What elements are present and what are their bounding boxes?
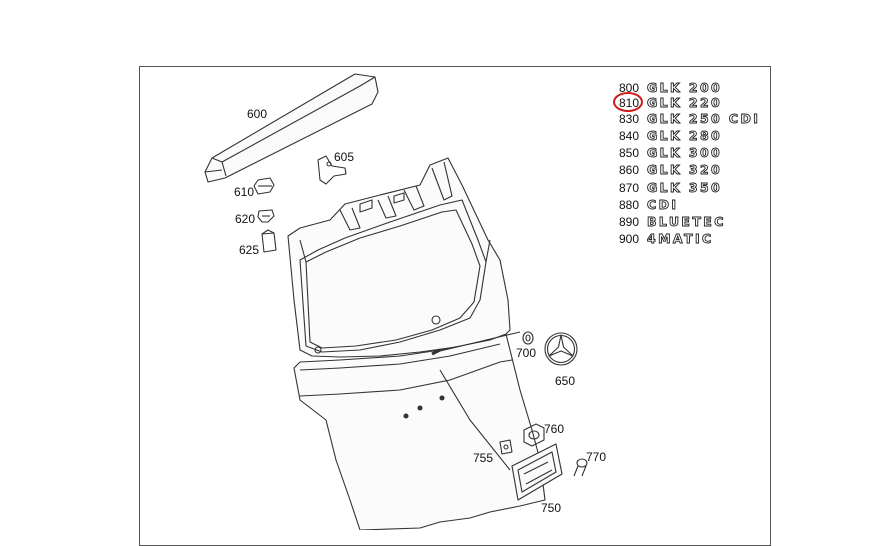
label-600: 600 [247, 107, 268, 121]
legend-row: 840 GLK 280 [619, 128, 722, 147]
spoiler-bracket [317, 155, 347, 185]
legend-code: 840 [619, 129, 640, 143]
clip-620 [257, 209, 275, 223]
nut-755 [499, 439, 513, 455]
legend-code: 880 [619, 198, 640, 212]
legend-model: GLK 350 [647, 180, 723, 196]
clip-610 [253, 177, 275, 195]
legend-row: 870 GLK 350 [619, 180, 722, 199]
legend-row: 800 GLK 200 [619, 80, 722, 99]
label-760: 760 [544, 422, 565, 436]
plate-bracket-750 [511, 443, 563, 501]
license-lamp-760 [523, 423, 545, 447]
tailgate-exploded-diagram [204, 73, 588, 530]
legend-row: 890 BLUETEC [619, 214, 726, 233]
tailgate-frame [287, 157, 511, 358]
legend-row: 830 GLK 250 CDI [619, 111, 760, 130]
legend-model: GLK 320 [647, 162, 723, 178]
label-625: 625 [239, 243, 260, 257]
legend-row: 850 GLK 300 [619, 145, 722, 164]
tailgate-outer-panel [293, 331, 546, 530]
legend-model: 4MATIC [647, 231, 714, 247]
label-650: 650 [555, 374, 576, 388]
legend-model: CDI [647, 197, 679, 213]
legend-row: 860 GLK 320 [619, 162, 722, 181]
legend-code: 800 [619, 81, 640, 95]
label-620: 620 [235, 212, 256, 226]
label-750: 750 [541, 501, 562, 515]
label-755: 755 [473, 451, 494, 465]
legend-code: 850 [619, 146, 640, 160]
legend-model: GLK 200 [647, 80, 723, 96]
grommet-700 [522, 331, 534, 345]
legend-model: BLUETEC [647, 214, 726, 230]
legend-code: 870 [619, 181, 640, 195]
legend-model: GLK 280 [647, 128, 723, 144]
legend-row: 880 CDI [619, 197, 678, 216]
label-770: 770 [586, 450, 607, 464]
legend-code: 830 [619, 112, 640, 126]
label-700: 700 [516, 346, 537, 360]
label-610: 610 [234, 185, 255, 199]
legend-model: GLK 220 [647, 95, 723, 111]
clip-625 [261, 229, 277, 253]
screw-770 [573, 458, 588, 477]
legend-model: GLK 250 CDI [647, 111, 761, 127]
legend-code: 900 [619, 232, 640, 246]
label-605: 605 [334, 150, 355, 164]
highlight-circle [613, 92, 643, 112]
star-emblem-650 [544, 332, 578, 366]
rear-spoiler [204, 73, 379, 183]
legend-code: 890 [619, 215, 640, 229]
legend-model: GLK 300 [647, 145, 723, 161]
legend-code: 860 [619, 163, 640, 177]
legend-row: 900 4MATIC [619, 231, 714, 250]
